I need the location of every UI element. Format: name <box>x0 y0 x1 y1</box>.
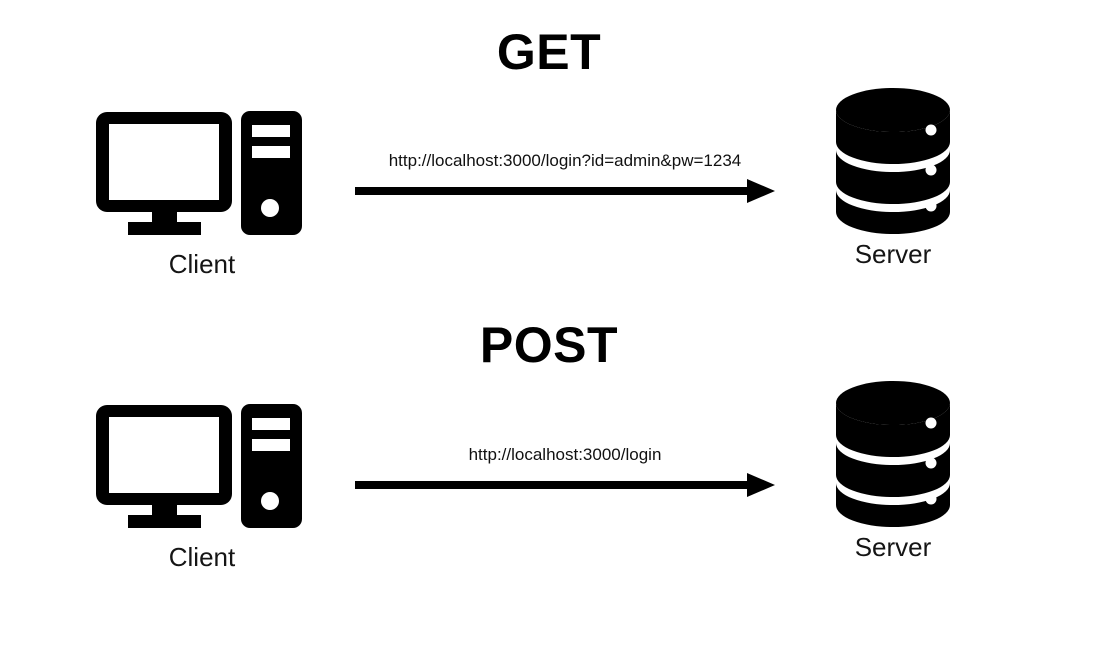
monitor-base <box>128 222 201 235</box>
get-client-node: Client <box>96 108 308 277</box>
post-server-node: Server <box>836 381 950 560</box>
post-request-url: http://localhost:3000/login <box>468 445 662 464</box>
computer-tower <box>241 404 302 528</box>
section-heading-post: POST <box>479 317 619 373</box>
monitor-screen <box>109 124 219 200</box>
get-client-label: Client <box>168 249 236 279</box>
right-arrow-icon <box>355 179 775 203</box>
desktop-computer-icon <box>96 401 308 529</box>
monitor-base <box>128 515 201 528</box>
get-request-arrow: http://localhost:3000/login?id=admin&pw=… <box>355 152 775 206</box>
get-server-label: Server <box>854 239 932 269</box>
right-arrow-icon <box>355 473 775 497</box>
tower-power-button-icon <box>261 199 279 217</box>
get-request-url: http://localhost:3000/login?id=admin&pw=… <box>388 151 742 170</box>
post-client-node: Client <box>96 401 308 570</box>
computer-tower <box>241 111 302 235</box>
get-server-node: Server <box>836 88 950 267</box>
monitor-bezel <box>96 112 232 212</box>
tower-drive-slot-top <box>252 125 290 137</box>
tower-power-button-icon <box>261 492 279 510</box>
desktop-computer-icon <box>96 108 308 236</box>
post-request-arrow: http://localhost:3000/login <box>355 446 775 500</box>
database-cylinder-icon <box>836 88 950 234</box>
tower-drive-slot-bottom <box>252 146 290 158</box>
database-cylinder-icon <box>836 381 950 527</box>
tower-drive-slot-bottom <box>252 439 290 451</box>
tower-drive-slot-top <box>252 418 290 430</box>
post-client-label: Client <box>168 542 236 572</box>
section-heading-get: GET <box>496 24 602 80</box>
monitor-bezel <box>96 405 232 505</box>
monitor-screen <box>109 417 219 493</box>
post-server-label: Server <box>854 532 932 562</box>
